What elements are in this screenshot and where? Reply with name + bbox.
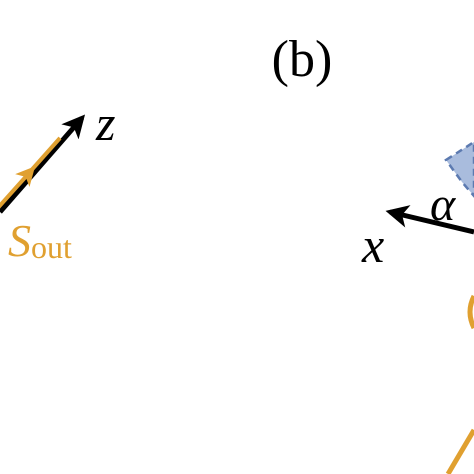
panel-label-b: (b) [272, 31, 333, 88]
s-out-arrow [0, 166, 36, 209]
s-out-arrow-tail [26, 136, 62, 176]
orange-arrow-fragment [445, 428, 474, 474]
orange-curve-fragment [467, 294, 474, 330]
blue-plane-shape [444, 140, 474, 198]
s-out-label-main: S [8, 215, 31, 266]
z-axis-arrow [0, 114, 86, 214]
s-out-label-subscript: out [31, 229, 72, 265]
s-out-label: Sout [8, 215, 72, 266]
x-axis-label: x [361, 217, 384, 273]
alpha-label: α [430, 178, 456, 231]
z-axis-label: z [95, 95, 115, 151]
x-axis-arrow [385, 205, 474, 235]
